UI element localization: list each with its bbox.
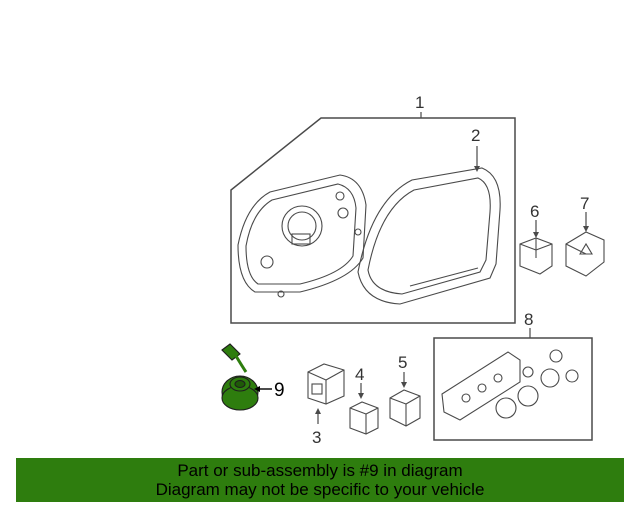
leader-arrow-7 [583, 226, 589, 232]
banner-line-part-number: Part or sub-assembly is #9 in diagram [177, 461, 463, 480]
info-banner-background [16, 458, 624, 502]
switch-5 [389, 389, 421, 427]
leader-arrow-3 [315, 408, 321, 414]
leader-arrow-6 [533, 232, 539, 238]
switch-4 [349, 401, 379, 435]
callout-8: 8 [524, 310, 533, 329]
callout-5: 5 [398, 353, 407, 372]
callout-1: 1 [415, 93, 424, 112]
highlighted-part-9 [221, 343, 259, 411]
hazard-switch-7 [565, 231, 605, 277]
callout-6: 6 [530, 202, 539, 221]
callout-9: 9 [274, 380, 285, 401]
cluster-group-panel [230, 117, 516, 324]
info-banner: Part or sub-assembly is #9 in diagram Di… [16, 458, 624, 502]
leader-arrow-4 [358, 393, 364, 399]
callout-7: 7 [580, 194, 589, 213]
control-group-panel [433, 337, 593, 441]
instrument-cluster [237, 174, 367, 298]
callout-2: 2 [471, 126, 480, 145]
switch-6 [519, 237, 553, 275]
switch-3 [307, 363, 345, 405]
banner-line-disclaimer: Diagram may not be specific to your vehi… [155, 480, 485, 499]
leader-arrow-5 [401, 382, 407, 388]
callout-3: 3 [312, 428, 321, 447]
callout-4: 4 [355, 365, 364, 384]
leader-arrow-9 [254, 386, 260, 392]
control-panel-8 [441, 349, 579, 421]
cluster-lens [357, 167, 501, 305]
